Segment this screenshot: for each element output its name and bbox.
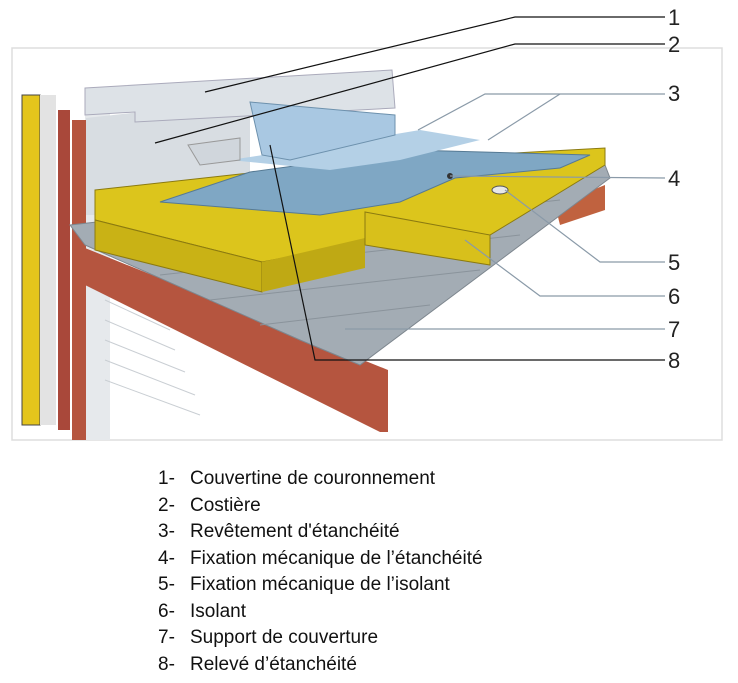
legend-num: 7- (158, 627, 175, 648)
legend-text: Fixation mécanique de l’étanchéité (190, 547, 483, 569)
legend-item: 5- Fixation mécanique de l’isolant (158, 572, 483, 599)
steel-column (72, 120, 86, 440)
callout-4: 4 (668, 166, 680, 191)
legend-text: Support de couverture (190, 627, 379, 648)
legend-item: 4- Fixation mécanique de l’étanchéité (158, 546, 483, 573)
wall-rail (58, 110, 70, 430)
insulation-board (364, 211, 491, 266)
legend-num: 4- (158, 547, 175, 569)
legend-text: Revêtement d'étanchéité (190, 521, 400, 542)
wall-panel-skin (40, 95, 56, 425)
insulation-fastener (491, 185, 509, 195)
legend-item: 2- Costière (158, 493, 483, 520)
legend-num: 3- (158, 521, 175, 542)
callout-1: 1 (668, 5, 680, 30)
legend-num: 8- (158, 653, 175, 675)
legend-text: Couvertine de couronnement (190, 468, 436, 489)
wall-panel-insulation (21, 94, 41, 426)
callout-2: 2 (668, 32, 680, 57)
wall-ribs (104, 299, 201, 416)
legend-item: 1- Couvertine de couronnement (158, 466, 483, 493)
legend-item: 3- Revêtement d'étanchéité (158, 519, 483, 546)
legend-num: 2- (158, 494, 175, 516)
callout-7: 7 (668, 317, 680, 342)
legend-text: Isolant (190, 600, 246, 622)
legend-num: 6- (158, 600, 175, 622)
leader-lines (154, 16, 666, 361)
legend-num: 1- (158, 468, 175, 489)
legend-text: Fixation mécanique de l’isolant (190, 574, 450, 595)
legend-text: Relevé d’étanchéité (190, 653, 357, 675)
insulation-side (262, 238, 365, 292)
membrane-overlap (230, 130, 480, 170)
legend-text: Costière (190, 494, 261, 516)
flashing-bracket (187, 137, 241, 166)
callout-3: 3 (668, 81, 680, 106)
callout-5: 5 (668, 250, 680, 275)
steel-beam-far (555, 185, 605, 225)
membrane-upstand (249, 101, 396, 161)
roof-section-diagram: 1 2 3 4 5 6 7 8 (11, 5, 723, 441)
legend-item: 7- Support de couverture (158, 625, 483, 652)
callout-8: 8 (668, 348, 680, 373)
legend: 1-Couvertine de couronnement 2-Costière … (158, 466, 483, 678)
callout-6: 6 (668, 284, 680, 309)
legend-item: 6- Isolant (158, 599, 483, 626)
steel-beam (85, 248, 388, 432)
legend-num: 5- (158, 574, 175, 595)
legend-item: 8- Relevé d’étanchéité (158, 652, 483, 679)
diagram-frame (11, 47, 723, 441)
